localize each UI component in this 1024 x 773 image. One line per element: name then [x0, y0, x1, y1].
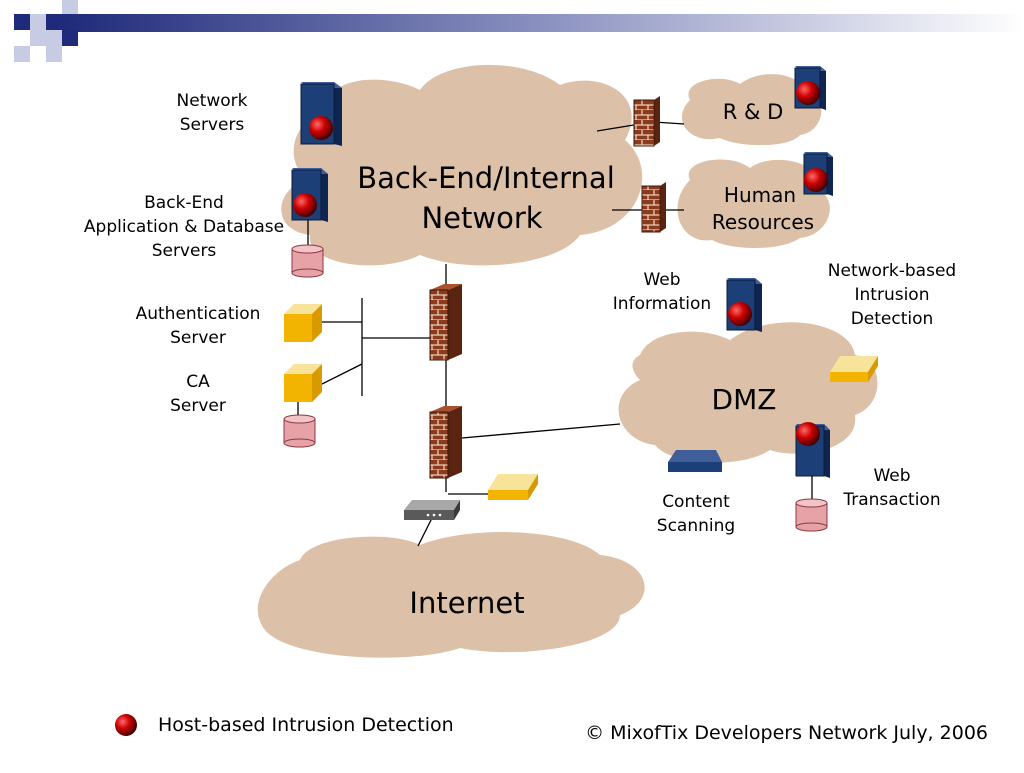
connector-lines	[297, 121, 813, 547]
content-scanning-label-line2: Scanning	[657, 516, 735, 536]
network-ids-label-line1: Network-based	[828, 261, 956, 281]
backend-servers-label-line2: Application & Database	[84, 217, 284, 237]
auth-server-label-line1: Authentication	[136, 304, 261, 324]
backend-servers-label-line3: Servers	[152, 241, 217, 261]
title-banner	[14, 0, 1024, 62]
network-ids-label-line3: Detection	[851, 309, 934, 329]
network-servers-label-line1: Network	[177, 91, 248, 111]
content-scanner-icon	[668, 450, 722, 472]
network-servers-icon	[300, 82, 342, 146]
internal-network-cloud	[281, 64, 643, 266]
internal-network-label-line1: Back-End/Internal	[357, 161, 615, 195]
perimeter-network-ids-sensor-icon	[488, 474, 538, 500]
hr-server-icon	[803, 152, 833, 196]
backend-database-icon	[291, 244, 324, 278]
web-information-label-line2: Information	[613, 294, 711, 314]
host-ids-legend-dot-icon	[115, 714, 137, 736]
rnd-server-icon	[794, 66, 826, 110]
web-transaction-label-line2: Transaction	[842, 490, 940, 510]
hr-label-line2: Resources	[712, 210, 814, 234]
auth-server-label-line2: Server	[170, 328, 226, 348]
ca-server-label-line1: CA	[186, 372, 210, 392]
rnd-label: R & D	[723, 100, 784, 124]
copyright-footer: © MixofTix Developers Network July, 2006	[585, 722, 988, 744]
network-ids-label-line2: Intrusion	[855, 285, 930, 305]
rnd-cloud	[681, 74, 822, 146]
backend-server-icon	[291, 168, 328, 222]
legend: Host-based Intrusion Detection	[115, 714, 454, 736]
router-icon	[404, 500, 460, 520]
web-information-server-icon	[726, 278, 762, 332]
ca-database-icon	[283, 414, 316, 448]
backend-servers-label-line1: Back-End	[144, 193, 224, 213]
dmz-label: DMZ	[712, 383, 777, 416]
internet-label: Internet	[409, 586, 524, 620]
content-scanning-label-line1: Content	[662, 492, 730, 512]
firewall-rnd-icon	[633, 96, 660, 147]
hr-label-line1: Human	[724, 183, 796, 207]
web-transaction-database-icon	[795, 498, 828, 532]
web-transaction-server-icon	[795, 422, 830, 478]
ca-server-label-line2: Server	[170, 396, 226, 416]
legend-host-ids-label: Host-based Intrusion Detection	[158, 714, 454, 736]
ca-server-box-icon	[284, 364, 322, 402]
web-information-label-line1: Web	[643, 270, 680, 290]
authentication-server-box-icon	[284, 304, 322, 342]
dmz-network-ids-sensor-icon	[830, 356, 878, 382]
hr-cloud	[677, 159, 830, 248]
internet-cloud	[257, 532, 645, 658]
internal-network-label-line2: Network	[421, 201, 542, 235]
firewall-perimeter-icon	[429, 406, 462, 479]
firewall-internal-icon	[429, 284, 462, 361]
network-servers-label-line2: Servers	[180, 115, 245, 135]
web-transaction-label-line1: Web	[873, 466, 910, 486]
firewall-hr-icon	[641, 182, 666, 233]
